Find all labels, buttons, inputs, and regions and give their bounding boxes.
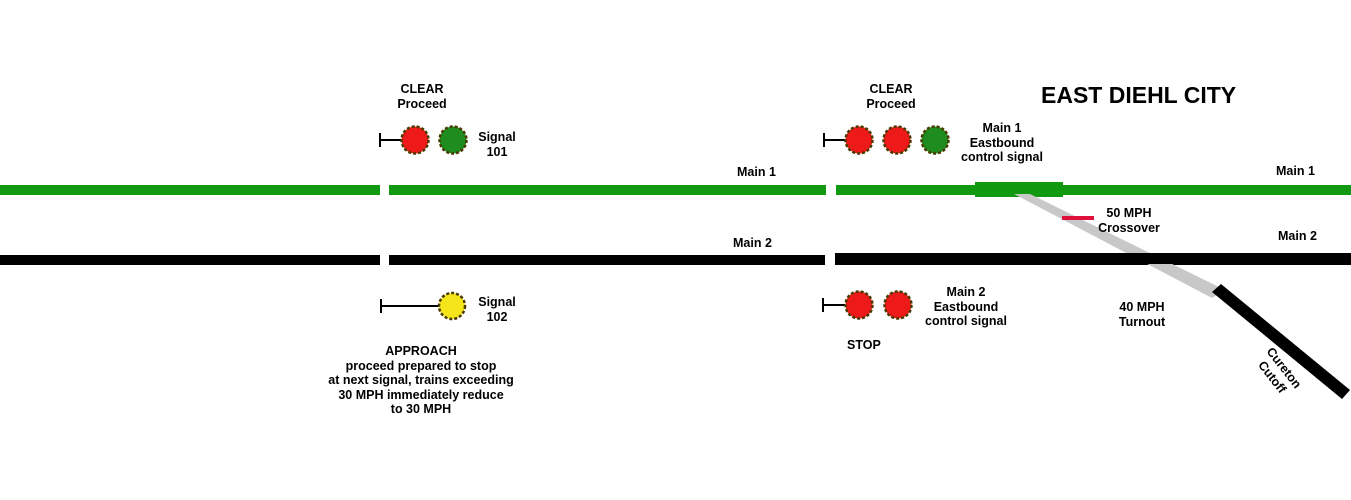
- signal-102-name-line2: 102: [486, 309, 508, 324]
- crossover-speed-type: Crossover: [1098, 220, 1160, 235]
- signal-main2-control-name-line1: Main 2: [946, 285, 986, 299]
- signal-main2-control-aspect: STOP: [847, 338, 881, 352]
- main1-switch-section: [975, 182, 1063, 197]
- main2-right-label: Main 2: [1278, 229, 1317, 243]
- signal-main1-control-lamp-red-2: [882, 125, 912, 155]
- signal-main2-control-name-line2: Eastbound: [933, 299, 999, 314]
- signal-102-aspect-line: proceed prepared to stop: [345, 358, 497, 373]
- speed-marker-crossover: [1062, 216, 1094, 220]
- signal-101-name: Signal 101: [472, 130, 522, 159]
- signal-main2-control-lamp-red-2: [883, 290, 913, 320]
- turnout-speed-type: Turnout: [1118, 314, 1166, 329]
- signal-main2-control: [822, 290, 913, 320]
- insulated-joint-main2-control: [825, 254, 835, 266]
- signal-102-aspect-line: at next signal, trains exceeding: [328, 373, 514, 387]
- main1-track: [0, 185, 1351, 195]
- signal-main1-control-name-line2: Eastbound: [969, 135, 1035, 150]
- signal-101-lamp-red: [400, 125, 430, 155]
- main2-track: [0, 255, 1351, 265]
- signal-102-aspect-line: 30 MPH immediately reduce: [338, 387, 504, 402]
- signal-102-lamp-yellow: [437, 291, 467, 321]
- main1-right-label: Main 1: [1276, 164, 1315, 178]
- signal-101-lamp-green: [438, 125, 468, 155]
- signal-102-aspect: APPROACH proceed prepared to stop at nex…: [300, 344, 542, 417]
- main2-left-label: Main 2: [733, 236, 772, 250]
- signal-main1-control-aspect-name: CLEAR: [869, 82, 913, 96]
- signal-102-aspect-line: to 30 MPH: [390, 402, 452, 416]
- signal-main1-control-aspect: CLEAR Proceed: [855, 82, 927, 111]
- signal-main2-control-name-line3: control signal: [925, 314, 1007, 328]
- signal-main2-control-lamp-red-1: [844, 290, 874, 320]
- signal-main1-control-name-line3: control signal: [961, 150, 1043, 164]
- insulated-joint-main1-101: [380, 184, 389, 196]
- insulated-joint-main2-102: [380, 254, 389, 266]
- signal-main1-control-aspect-meaning: Proceed: [866, 96, 916, 111]
- crossover-speed-label: 50 MPH Crossover: [1093, 206, 1165, 235]
- signal-main1-control: [823, 125, 950, 155]
- crossover-speed-value: 50 MPH: [1106, 206, 1152, 220]
- signal-101-aspect-meaning: Proceed: [397, 96, 447, 111]
- signal-main2-control-name: Main 2 Eastbound control signal: [917, 285, 1015, 329]
- signal-101-aspect: CLEAR Proceed: [386, 82, 458, 111]
- signal-102-name-line1: Signal: [478, 295, 516, 309]
- turnout-speed-value: 40 MPH: [1119, 300, 1165, 314]
- signal-main1-control-lamp-red-1: [844, 125, 874, 155]
- signal-101-name-line2: 101: [486, 144, 508, 159]
- signal-101-aspect-name: CLEAR: [400, 82, 444, 96]
- cureton-cutoff-track: [1212, 284, 1350, 399]
- signal-102-name: Signal 102: [472, 295, 522, 324]
- turnout-speed-label: 40 MPH Turnout: [1106, 300, 1178, 329]
- signal-102-aspect-line: APPROACH: [385, 344, 457, 358]
- signal-main1-control-name-line1: Main 1: [982, 121, 1022, 135]
- insulated-joint-main1-control: [826, 184, 836, 196]
- signal-102: [380, 291, 467, 321]
- signal-main1-control-name: Main 1 Eastbound control signal: [953, 121, 1051, 165]
- signal-main1-control-lamp-green: [920, 125, 950, 155]
- signal-101-name-line1: Signal: [478, 130, 516, 144]
- signal-101: [379, 125, 468, 155]
- main2-east-section: [835, 253, 1351, 264]
- location-title: EAST DIEHL CITY: [1041, 82, 1237, 108]
- main1-left-label: Main 1: [737, 165, 776, 179]
